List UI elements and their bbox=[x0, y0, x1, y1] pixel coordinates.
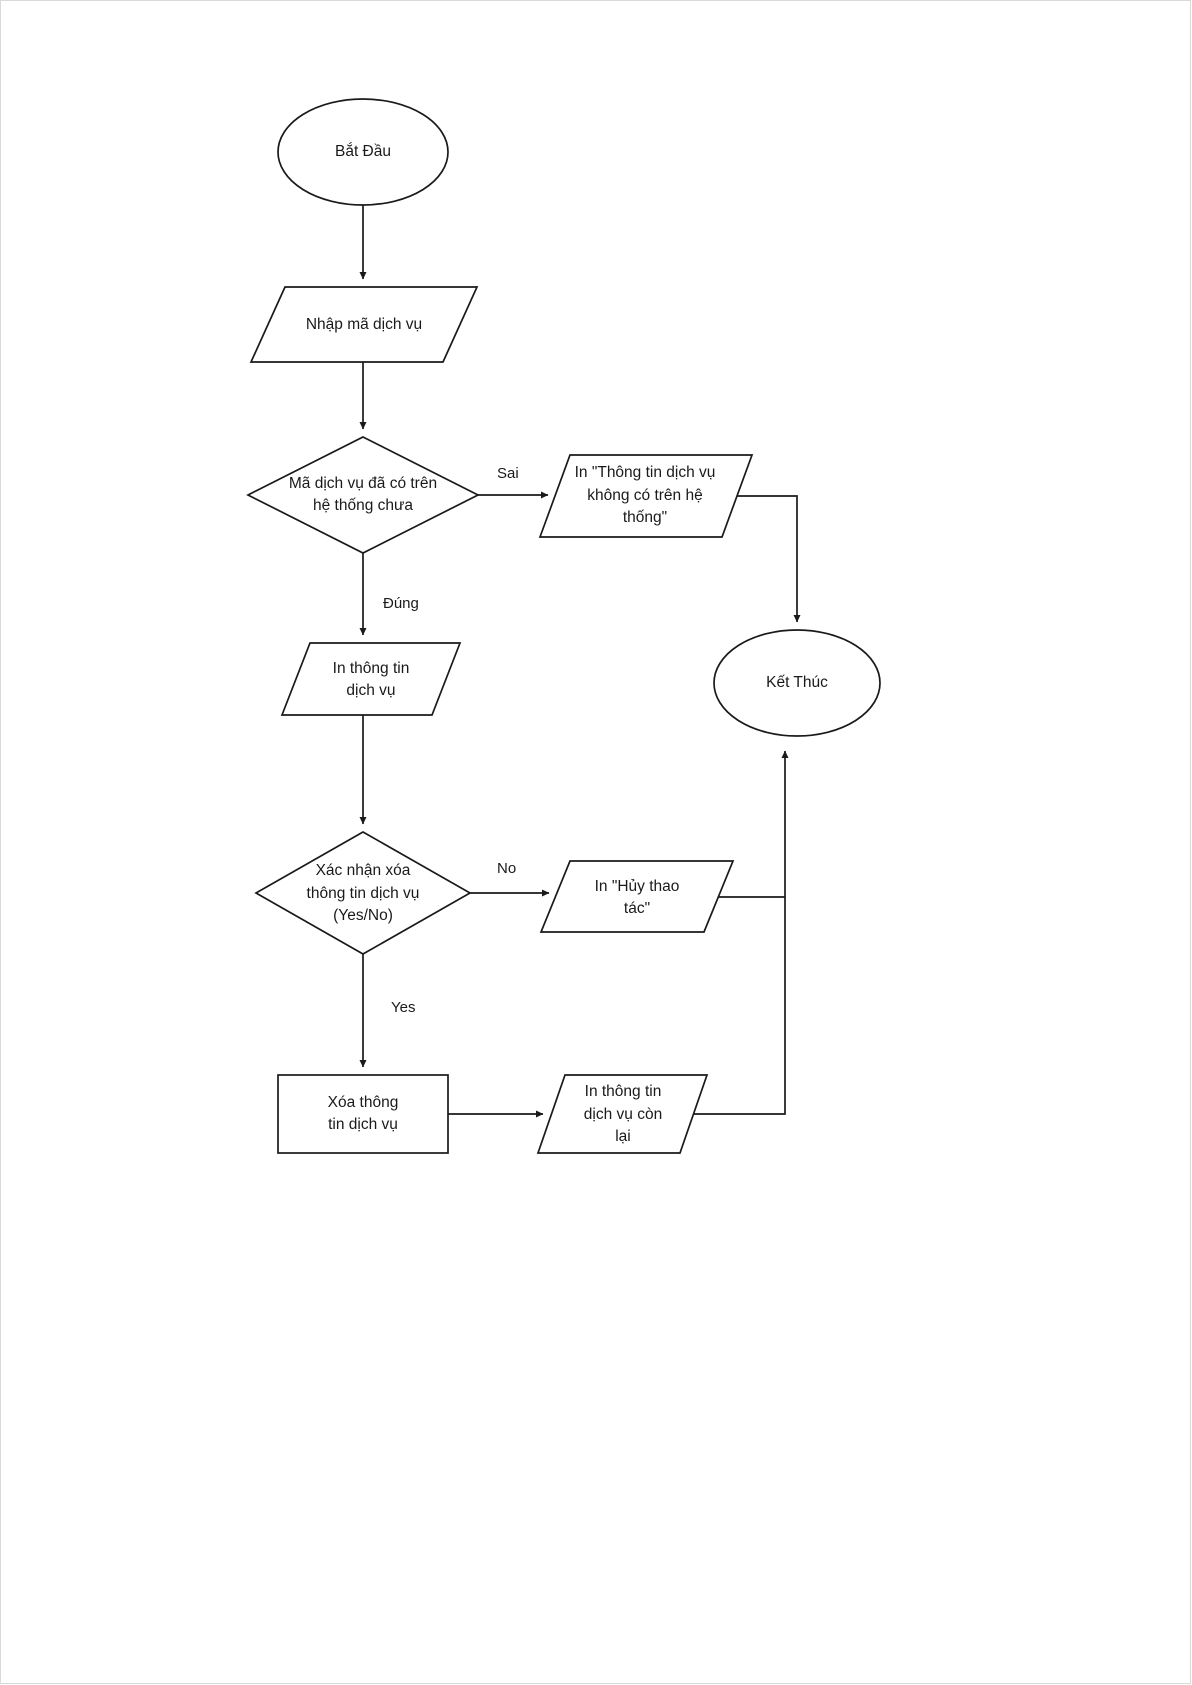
shape-decision-confirm bbox=[254, 831, 472, 955]
shape-delete-info bbox=[277, 1074, 449, 1154]
shape-input-code bbox=[249, 286, 479, 363]
shape-print-cancel bbox=[539, 860, 735, 933]
edge-label-no: No bbox=[497, 860, 517, 877]
shape-print-not-found bbox=[538, 454, 754, 538]
connector-notfound-to-end bbox=[737, 495, 801, 623]
edge-label-yes: Yes bbox=[391, 999, 416, 1016]
edge-label-sai: Sai bbox=[497, 465, 519, 482]
shape-start bbox=[277, 98, 449, 206]
shape-print-remaining bbox=[536, 1074, 709, 1154]
connector-remaining-to-end bbox=[693, 897, 786, 1115]
shape-print-info bbox=[280, 642, 462, 716]
shape-decision-exists bbox=[246, 436, 480, 554]
shape-end bbox=[713, 629, 881, 737]
edge-label-dung: Đúng bbox=[383, 595, 419, 612]
